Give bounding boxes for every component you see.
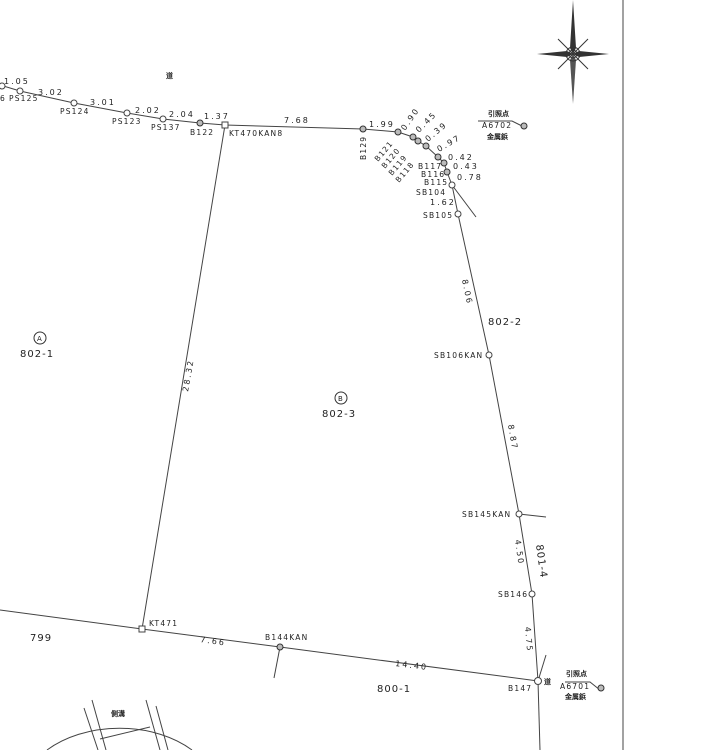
svg-text:金属鋲: 金属鋲 xyxy=(564,692,586,701)
svg-text:SB146: SB146 xyxy=(498,590,528,599)
svg-text:SB105: SB105 xyxy=(423,211,453,220)
svg-text:1.62: 1.62 xyxy=(430,198,456,207)
svg-text:1.99: 1.99 xyxy=(369,120,395,129)
svg-text:7.68: 7.68 xyxy=(284,116,310,125)
svg-text:4.75: 4.75 xyxy=(523,626,534,652)
svg-text:B144KAN: B144KAN xyxy=(265,633,308,642)
svg-text:3.01: 3.01 xyxy=(90,98,116,107)
svg-text:B115: B115 xyxy=(424,178,448,187)
svg-text:B: B xyxy=(338,395,343,403)
svg-text:KT471: KT471 xyxy=(149,619,178,628)
parcel-802-1: A 802-1 xyxy=(20,331,54,360)
road-mark: 道 xyxy=(166,71,173,80)
svg-text:SB104: SB104 xyxy=(416,188,446,197)
svg-text:B116: B116 xyxy=(421,170,445,179)
svg-text:3.02: 3.02 xyxy=(38,88,64,97)
reference-point-a6702: 引照点 A6702 金属鋲 xyxy=(482,109,512,141)
svg-text:802-1: 802-1 xyxy=(20,349,54,360)
svg-text:0.78: 0.78 xyxy=(457,173,483,182)
svg-text:1.37: 1.37 xyxy=(204,112,230,121)
parcel-802-3: B 802-3 xyxy=(322,391,356,420)
svg-text:14.40: 14.40 xyxy=(395,659,429,672)
parcel-801-4: 801-4 xyxy=(533,544,549,579)
detail-inset: 側溝 xyxy=(46,699,193,750)
svg-text:8.06: 8.06 xyxy=(460,279,474,306)
svg-text:0.42: 0.42 xyxy=(448,153,474,162)
point-labels: 6 PS125 PS124 PS123 PS137 B122 KT470KAN8… xyxy=(0,94,532,693)
svg-text:8.87: 8.87 xyxy=(506,424,519,451)
svg-text:PS137: PS137 xyxy=(151,123,181,132)
svg-text:1.05: 1.05 xyxy=(4,77,30,86)
distance-labels: 1.05 3.02 3.01 2.02 2.04 1.37 7.68 1.99 … xyxy=(4,77,534,672)
parcel-799: 799 xyxy=(30,633,52,644)
svg-text:SB106KAN: SB106KAN xyxy=(434,351,483,360)
side-ditch-label: 側溝 xyxy=(110,709,125,718)
parcel-800-1: 800-1 xyxy=(377,684,411,695)
reference-pin-icon xyxy=(597,684,605,692)
svg-text:0.97: 0.97 xyxy=(436,133,463,154)
reference-pin-icon xyxy=(520,122,528,130)
parcel-802-2: 802-2 xyxy=(488,317,522,328)
svg-text:7.66: 7.66 xyxy=(200,635,227,648)
svg-text:6: 6 xyxy=(0,94,6,103)
reference-point-a6701: 引照点 A6701 金属鋲 xyxy=(560,669,590,701)
svg-text:0.43: 0.43 xyxy=(453,162,479,171)
svg-text:4.50: 4.50 xyxy=(513,539,526,566)
survey-points xyxy=(0,82,605,692)
svg-text:KT470KAN8: KT470KAN8 xyxy=(229,129,283,138)
svg-text:A6701: A6701 xyxy=(560,682,590,691)
svg-text:SB145KAN: SB145KAN xyxy=(462,510,511,519)
svg-text:802-3: 802-3 xyxy=(322,409,356,420)
svg-text:B122: B122 xyxy=(190,128,214,137)
svg-text:B129: B129 xyxy=(359,136,368,160)
svg-text:引照点: 引照点 xyxy=(566,669,587,678)
svg-text:PS124: PS124 xyxy=(60,107,90,116)
svg-text:金属鋲: 金属鋲 xyxy=(486,132,508,141)
svg-text:B117: B117 xyxy=(418,162,442,171)
svg-text:PS123: PS123 xyxy=(112,117,142,126)
svg-text:2.02: 2.02 xyxy=(135,106,161,115)
svg-text:A6702: A6702 xyxy=(482,121,512,130)
svg-text:PS125: PS125 xyxy=(9,94,39,103)
svg-text:A: A xyxy=(37,335,42,343)
svg-text:2.04: 2.04 xyxy=(169,110,195,119)
north-arrow-icon xyxy=(537,0,609,104)
svg-text:B147: B147 xyxy=(508,684,532,693)
svg-text:引照点: 引照点 xyxy=(488,109,509,118)
road-mark: 道 xyxy=(544,677,551,686)
svg-text:28.32: 28.32 xyxy=(181,358,196,392)
boundary-lines xyxy=(0,84,601,750)
